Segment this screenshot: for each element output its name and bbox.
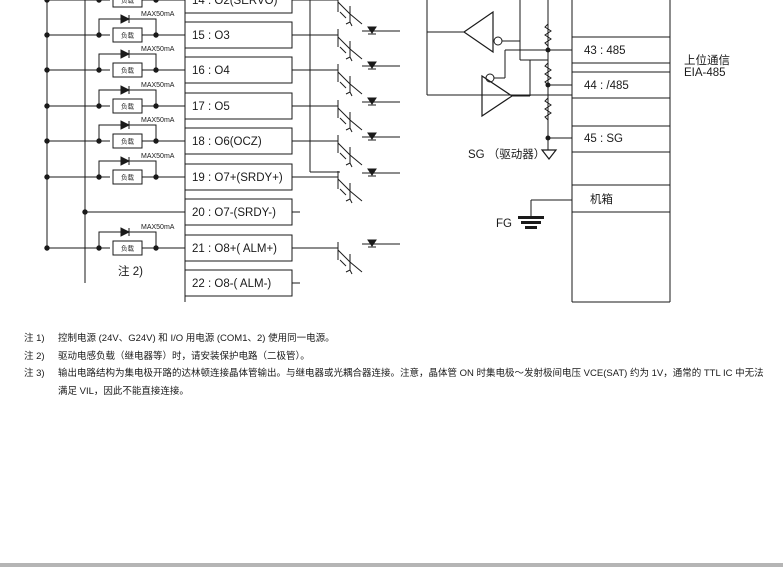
terminal-45-label: 45 : SG: [584, 133, 623, 145]
terminal-box: [184, 21, 293, 49]
chassis-label: 机箱: [590, 192, 613, 206]
terminal-14: 14 : O2(SERVO): [184, 0, 293, 14]
load-label: 负载: [121, 244, 135, 253]
note-2-label: 注 2): [24, 350, 45, 362]
terminal-label: 20 : O7-(SRDY-): [192, 207, 276, 219]
terminal-label: 18 : O6(OCZ): [192, 136, 262, 148]
note-3-label: 注 3): [24, 368, 45, 379]
diode-icon: [120, 14, 131, 24]
load-label: 负载: [121, 102, 135, 111]
diode-icon: [120, 227, 131, 237]
internal-bus: [292, 0, 340, 173]
max-current-label: MAX50mA: [141, 117, 175, 124]
load-row-1: 负载 MAX50mA: [44, 11, 185, 43]
load-label: 负载: [121, 137, 135, 146]
note-1-text: 控制电源 (24V、G24V) 和 I/O 用电源 (COM1、2) 使用同一电…: [58, 333, 335, 344]
terminal-19: 19 : O7+(SRDY+): [184, 163, 293, 191]
diode-icon: [367, 97, 377, 105]
terminal-boxes: 14 : O2(SERVO) 15 : O3 16 : O4 17 : O5 18 : …: [184, 0, 293, 297]
note-3: 注 3) 输出电路结构为集电极开路的达林顿连接晶体管输出。与继电器或光耦合器连接…: [24, 365, 764, 400]
note-2: 注 2) 驱动电感负载（继电器等）时，请安装保护电路（二极管）。: [24, 348, 764, 366]
darlington-transistor-3: [292, 97, 400, 133]
load-row-5: 负载 MAX50mA: [44, 153, 185, 185]
max-current-label: MAX50mA: [141, 82, 175, 89]
diode-icon: [120, 120, 131, 130]
diode-icon: [367, 168, 377, 176]
terminal-44-label: 44 : /485: [584, 80, 629, 92]
diode-icon: [367, 239, 377, 247]
max-current-label: MAX50mA: [141, 153, 175, 160]
protocol-label: EIA-485: [684, 67, 726, 79]
max-current-label: MAX50mA: [141, 11, 175, 18]
terminal-box: [184, 56, 293, 84]
terminal-label: 21 : O8+( ALM+): [192, 243, 277, 255]
load-label: 负载: [121, 31, 135, 40]
terminal-box: [184, 198, 293, 226]
load-row-7: 负载 MAX50mA: [44, 224, 185, 256]
load-rows: 负载 MAX50mA 负载 MAX50mA 负载 MAX50mA 负载 MAX50mA 负载 MA…: [44, 0, 185, 256]
terminal-box: [184, 234, 293, 262]
notes-section: 注 1) 控制电源 (24V、G24V) 和 I/O 用电源 (COM1、2) …: [24, 330, 764, 400]
load-box: [112, 169, 143, 185]
darlington-transistor-6: [292, 239, 400, 275]
diode-icon: [120, 85, 131, 95]
load-label: 负载: [121, 66, 135, 75]
terminal-box: [184, 269, 293, 297]
darlington-transistor-5: [292, 168, 400, 204]
max-current-label: MAX50mA: [141, 46, 175, 53]
note-1: 注 1) 控制电源 (24V、G24V) 和 I/O 用电源 (COM1、2) …: [24, 330, 764, 348]
note-1-label: 注 1): [24, 333, 45, 344]
terminal-17: 17 : O5: [184, 92, 293, 120]
diode-icon: [120, 49, 131, 59]
sg-driver-label: SG （驱动器）: [468, 148, 545, 161]
load-row-4: 负载 MAX50mA: [44, 117, 185, 149]
fg-label: FG: [496, 218, 512, 230]
terminal-box: [184, 163, 293, 191]
load-box: [112, 0, 143, 8]
darlington-transistor-4: [292, 132, 400, 168]
terminal-20: 20 : O7-(SRDY-): [184, 198, 293, 226]
diode-icon: [367, 26, 377, 34]
terminal-label: 17 : O5: [192, 101, 230, 113]
terminal-box: [184, 0, 293, 14]
rs485-terminal-boxes: 43 : 485 44 : /485 45 : SG 机箱: [571, 36, 671, 213]
output-transistors: [292, 0, 400, 284]
note-2-text: 驱动电感负载（继电器等）时，请安装保护电路（二极管）。: [58, 350, 310, 362]
darlington-transistor-2: [292, 61, 400, 97]
terminal-label: 19 : O7+(SRDY+): [192, 172, 283, 184]
terminal-22: 22 : O8-( ALM-): [184, 269, 293, 297]
terminal-43-label: 43 : 485: [584, 45, 626, 57]
terminal-label: 15 : O3: [192, 30, 230, 42]
max-current-label: MAX50mA: [141, 224, 175, 231]
load-box: [112, 133, 143, 149]
note-3-text: 输出电路结构为集电极开路的达林顿连接晶体管输出。与继电器或光耦合器连接。注意，晶…: [58, 368, 764, 397]
terminal-16: 16 : O4: [184, 56, 293, 84]
load-label: 负载: [121, 0, 135, 5]
load-row-2: 负载 MAX50mA: [44, 46, 185, 78]
terminal-label: 14 : O2(SERVO): [192, 0, 278, 7]
load-box: [112, 240, 143, 256]
diode-icon: [367, 132, 377, 140]
load-box: [112, 62, 143, 78]
load-box: [112, 27, 143, 43]
darlington-transistor-1: [292, 26, 400, 62]
terminal-label: 16 : O4: [192, 65, 230, 77]
host-comm-label: 上位通信: [684, 53, 730, 67]
load-row-3: 负载 MAX50mA: [44, 82, 185, 114]
darlington-transistor-0: [292, 0, 363, 27]
terminal-15: 15 : O3: [184, 21, 293, 49]
terminal-18: 18 : O6(OCZ): [184, 127, 293, 155]
load-box: [112, 98, 143, 114]
diode-icon: [120, 156, 131, 166]
diode-icon: [367, 61, 377, 69]
footer-rule: [0, 563, 783, 567]
note2-marker: 注 2): [118, 264, 143, 278]
terminal-box: [184, 92, 293, 120]
load-label: 负载: [121, 173, 135, 182]
terminal-label: 22 : O8-( ALM-): [192, 278, 271, 290]
terminal-21: 21 : O8+( ALM+): [184, 234, 293, 262]
